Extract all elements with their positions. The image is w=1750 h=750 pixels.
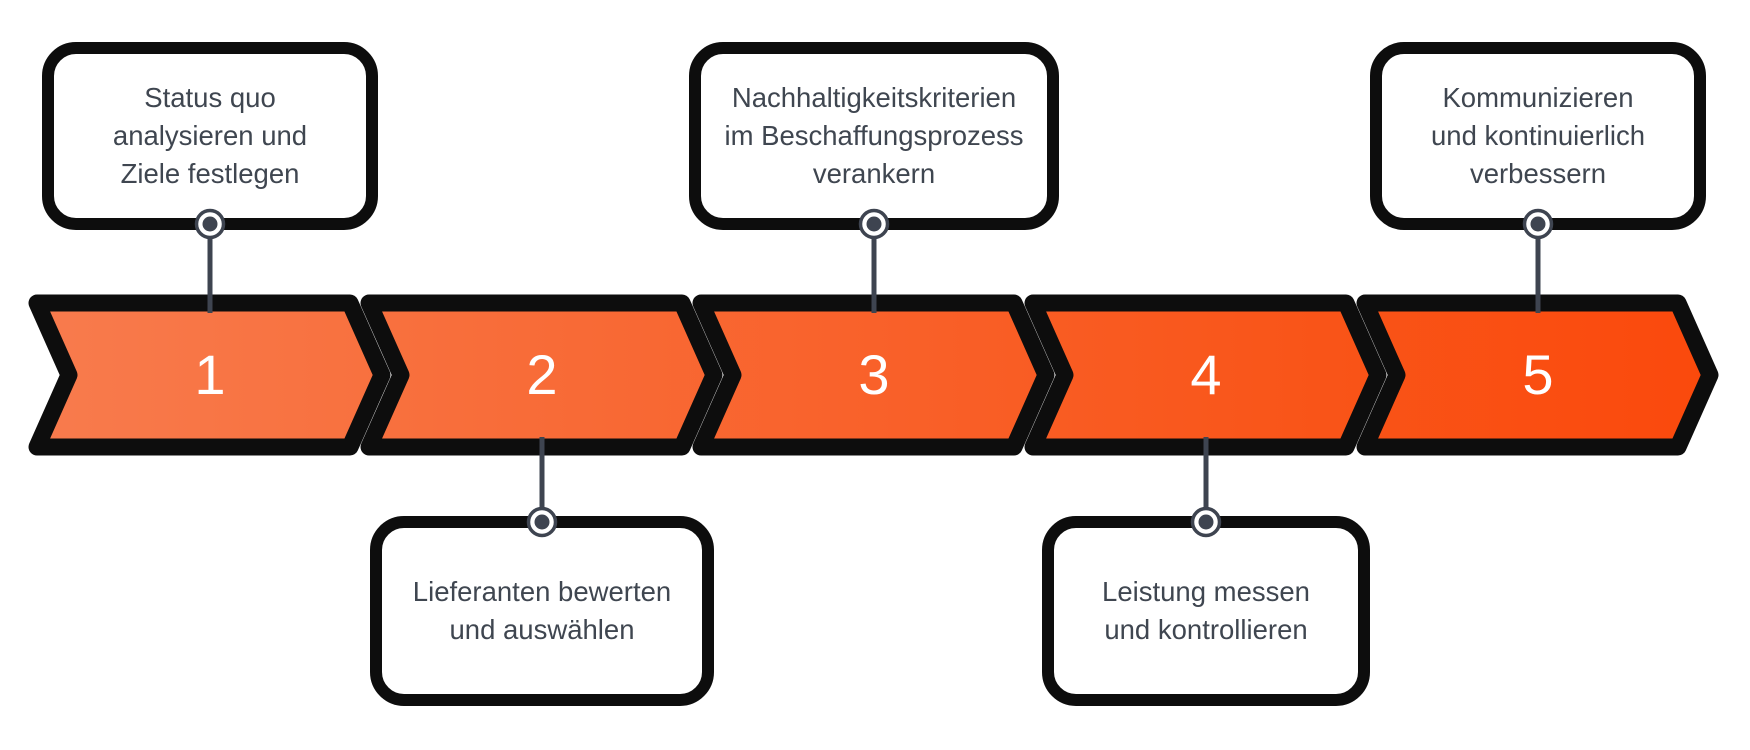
callout-text-line: verankern — [812, 158, 936, 189]
callout-text-line: und auswählen — [449, 614, 635, 645]
callout-step-3: Nachhaltigkeitskriterien im Beschaffungs… — [689, 42, 1059, 230]
callout-text-line: verbessern — [1469, 158, 1607, 189]
step-number-4: 4 — [1190, 343, 1222, 406]
step-number-5: 5 — [1522, 343, 1554, 406]
callout-text-line: analysieren und — [112, 120, 308, 151]
callout-text-line: Nachhaltigkeitskriterien — [731, 82, 1017, 113]
callout-text-line: Ziele festlegen — [120, 158, 300, 189]
callout-text-line: Leistung messen — [1102, 576, 1310, 607]
callout-step-2: Lieferanten bewerten und auswählen — [370, 516, 714, 706]
callout-text-line: und kontinuierlich — [1430, 120, 1646, 151]
callout-text-line: Lieferanten bewerten — [412, 576, 672, 607]
callout-text-line: und kontrollieren — [1104, 614, 1308, 645]
callout-text-line: Kommunizieren — [1442, 82, 1634, 113]
callout-text-line: im Beschaffungsprozess — [724, 120, 1024, 151]
step-number-3: 3 — [858, 343, 890, 406]
callout-text-line: Status quo — [144, 82, 276, 113]
callout-step-1: Status quo analysieren und Ziele festleg… — [42, 42, 378, 230]
step-number-1: 1 — [194, 343, 226, 406]
callout-step-4: Leistung messen und kontrollieren — [1042, 516, 1370, 706]
step-number-2: 2 — [526, 343, 558, 406]
callout-step-5: Kommunizieren und kontinuierlich verbess… — [1370, 42, 1706, 230]
